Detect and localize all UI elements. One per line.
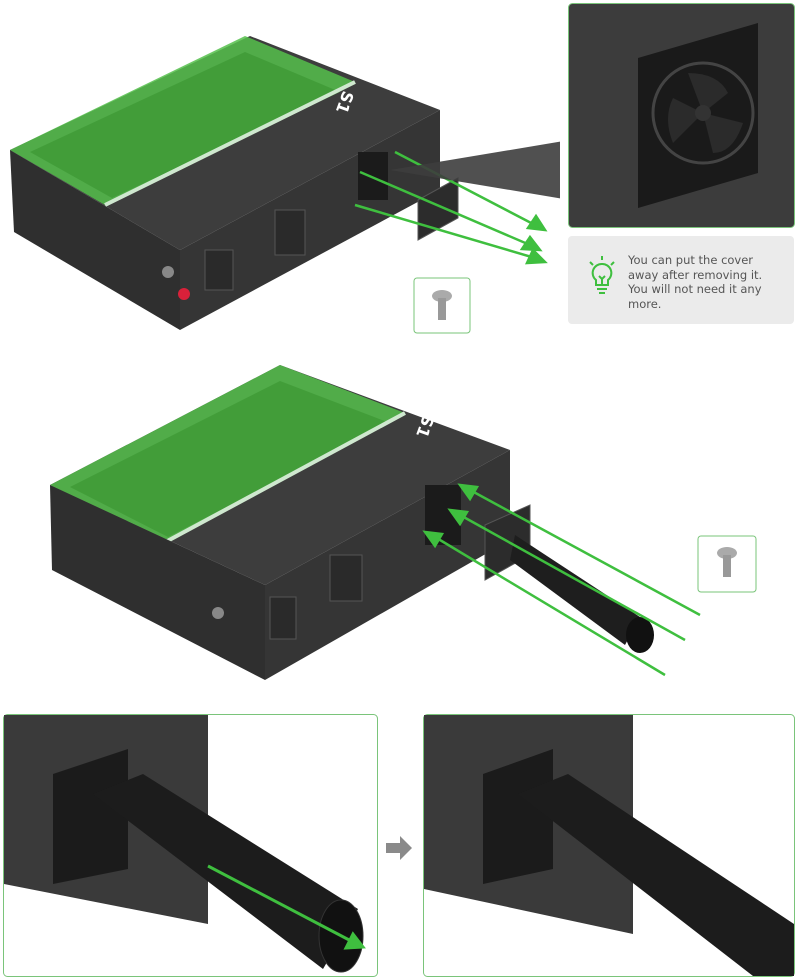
screw-icon bbox=[717, 547, 737, 577]
next-arrow-icon bbox=[386, 836, 412, 860]
tip-text: You can put the cover away after removin… bbox=[628, 253, 763, 311]
tip-box bbox=[568, 236, 794, 324]
step2-illustration: S1 bbox=[50, 365, 757, 680]
machine-front bbox=[10, 150, 180, 330]
push-arrow bbox=[207, 864, 366, 950]
install-arrows bbox=[422, 483, 701, 677]
exhaust-pipe bbox=[518, 774, 794, 976]
machine-front bbox=[50, 485, 265, 680]
emergency-button bbox=[178, 288, 190, 300]
exhaust-pipe bbox=[484, 504, 654, 653]
zoom-panel-exhaust-fan bbox=[568, 3, 795, 228]
exhaust-cover bbox=[417, 177, 459, 241]
fan-icon bbox=[651, 61, 755, 165]
lightbulb-icon bbox=[589, 256, 615, 294]
screw-icon bbox=[432, 290, 452, 320]
closeup-panel-before bbox=[3, 714, 378, 977]
step1-illustration: S1 bbox=[10, 36, 560, 334]
knob bbox=[212, 607, 224, 619]
knob bbox=[162, 266, 174, 278]
exhaust-opening bbox=[358, 152, 388, 200]
closeup-panel-after bbox=[423, 714, 795, 977]
